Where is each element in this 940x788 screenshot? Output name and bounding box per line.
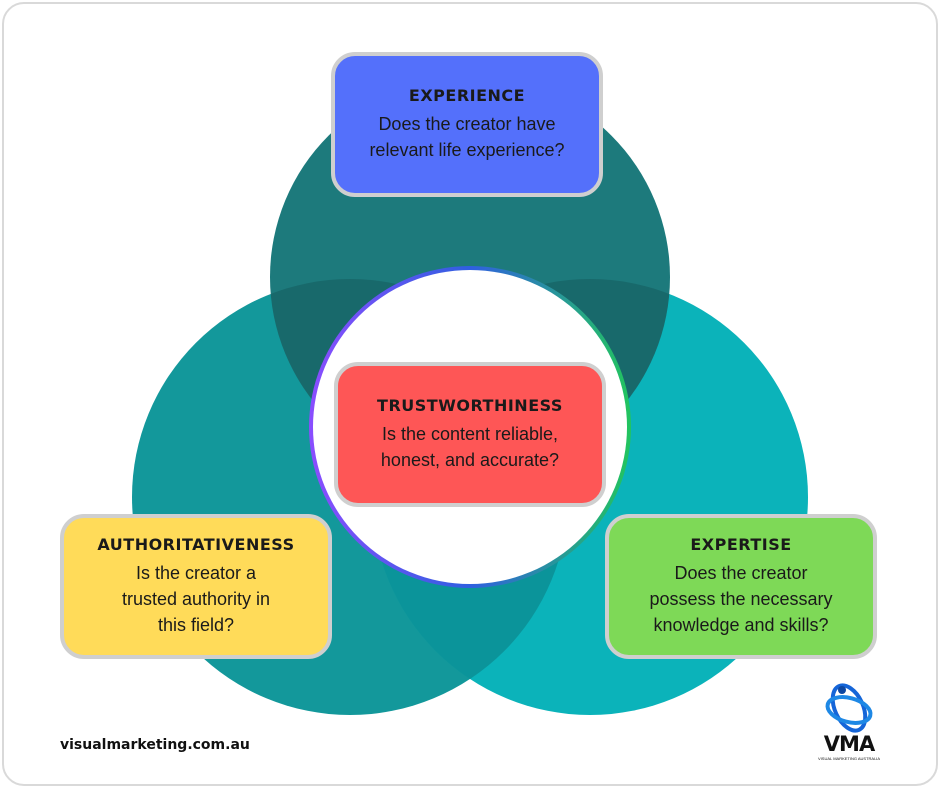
authoritativeness-card: AUTHORITATIVENESS Is the creator a trust… bbox=[60, 514, 332, 659]
expertise-title: EXPERTISE bbox=[690, 535, 792, 554]
vma-logo-tagline: VISUAL MARKETING AUSTRALIA bbox=[818, 756, 881, 761]
authoritativeness-line: trusted authority in bbox=[121, 589, 271, 609]
trustworthiness-description: Is the content reliable, honest, and acc… bbox=[381, 421, 559, 473]
expertise-line: Does the creator bbox=[674, 563, 808, 583]
experience-title: EXPERIENCE bbox=[408, 86, 526, 105]
trustworthiness-line: Is the content reliable, bbox=[381, 424, 559, 444]
vma-logo: VMA VISUAL MARKETING AUSTRALIA bbox=[818, 680, 880, 764]
vma-logo-text: VMA bbox=[823, 732, 875, 756]
expertise-line: possess the necessary bbox=[649, 589, 833, 609]
vma-orbit-icon bbox=[825, 683, 873, 733]
authoritativeness-description: Is the creator a trusted authority in th… bbox=[122, 560, 270, 638]
experience-line: Does the creator have bbox=[378, 114, 556, 134]
authoritativeness-line: this field? bbox=[157, 615, 235, 635]
trustworthiness-title: TRUSTWORTHINESS bbox=[377, 396, 563, 415]
expertise-card: EXPERTISE Does the creator possess the n… bbox=[605, 514, 877, 659]
experience-description: Does the creator have relevant life expe… bbox=[369, 111, 564, 163]
website-link[interactable]: visualmarketing.com.au bbox=[60, 737, 250, 753]
expertise-line: knowledge and skills? bbox=[653, 615, 829, 635]
experience-line: relevant life experience? bbox=[369, 140, 565, 160]
authoritativeness-title: AUTHORITATIVENESS bbox=[97, 535, 295, 554]
trustworthiness-line: honest, and accurate? bbox=[380, 450, 560, 470]
trustworthiness-card: TRUSTWORTHINESS Is the content reliable,… bbox=[334, 362, 606, 507]
authoritativeness-line: Is the creator a bbox=[135, 563, 257, 583]
expertise-description: Does the creator possess the necessary k… bbox=[649, 560, 832, 638]
experience-card: EXPERIENCE Does the creator have relevan… bbox=[331, 52, 603, 197]
